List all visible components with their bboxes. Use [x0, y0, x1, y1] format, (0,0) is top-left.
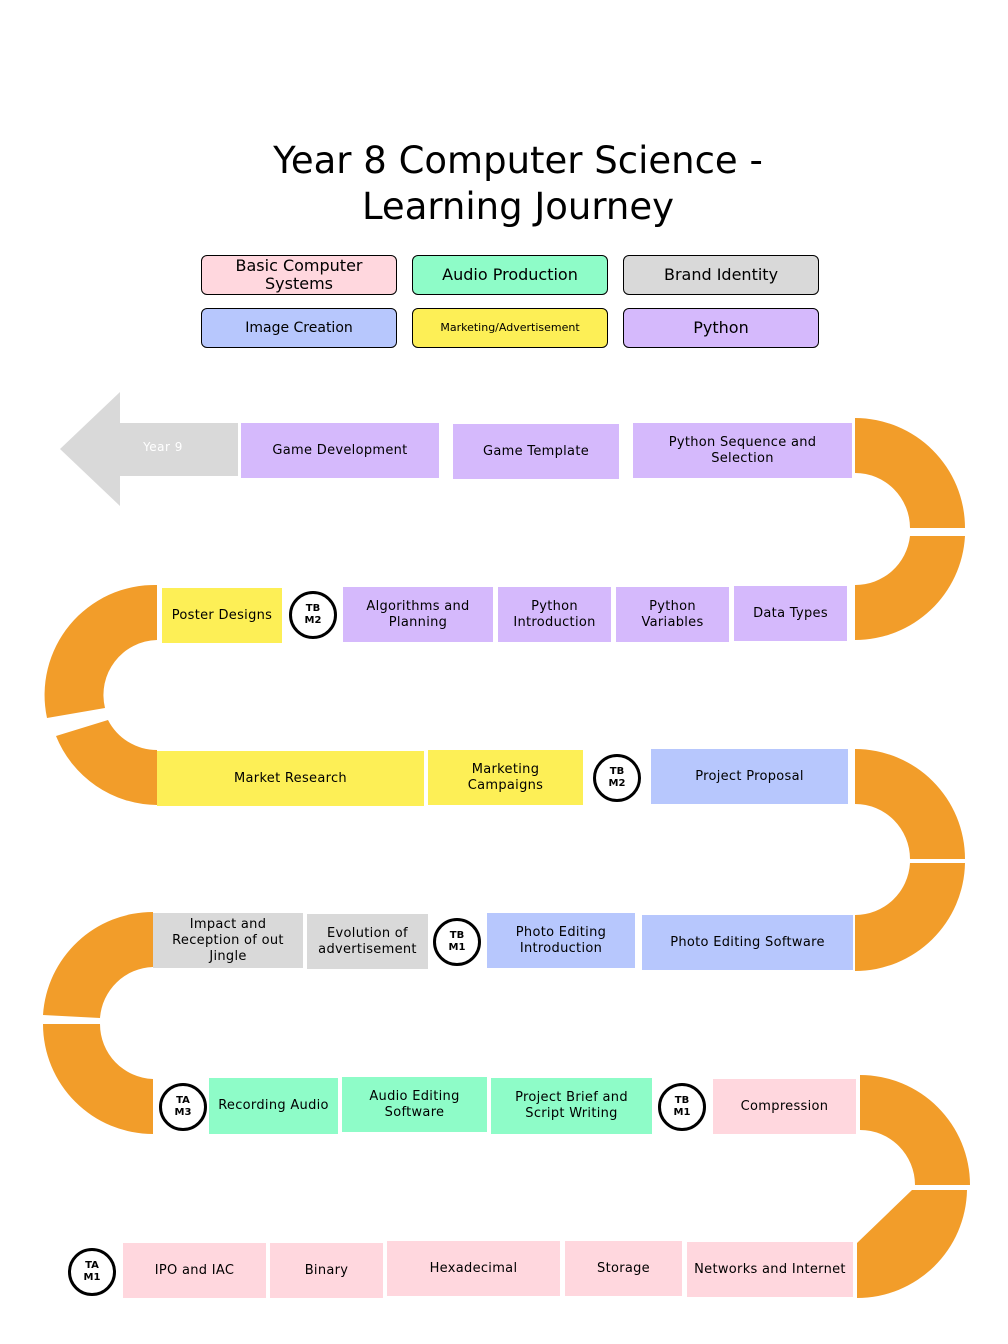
- assessment-badge: TB M2: [289, 591, 337, 639]
- road-curve-left-2a: [43, 911, 153, 1018]
- road-curve-right-2b: [855, 863, 965, 971]
- legend-label: Marketing/Advertisement: [440, 321, 580, 334]
- badge-line-2: M1: [673, 1107, 691, 1118]
- road-curve-right-1b: [855, 536, 965, 641]
- topic-python-sequence-selection: Python Sequence and Selection: [633, 423, 852, 478]
- road-curve-right-3b: [857, 1190, 967, 1298]
- topic-game-template: Game Template: [453, 424, 619, 479]
- topic-project-proposal: Project Proposal: [651, 749, 848, 804]
- legend-image-creation: Image Creation: [201, 308, 397, 348]
- topic-networks-internet: Networks and Internet: [687, 1242, 853, 1297]
- assessment-badge: TB M1: [433, 918, 481, 966]
- topic-binary: Binary: [270, 1243, 383, 1298]
- road-curve-right-3a: [860, 1075, 970, 1185]
- year-9-arrow-icon: [60, 392, 238, 506]
- topic-impact-reception-jingle: Impact and Reception of out Jingle: [153, 913, 303, 968]
- assessment-badge: TA M3: [159, 1083, 207, 1131]
- topic-algorithms-planning: Algorithms and Planning: [343, 587, 493, 642]
- topic-game-development: Game Development: [241, 423, 439, 478]
- topic-storage: Storage: [565, 1241, 682, 1296]
- topic-data-types: Data Types: [734, 586, 847, 641]
- legend-label: Python: [693, 318, 749, 337]
- topic-compression: Compression: [713, 1079, 856, 1134]
- road-curve-left-1b: [56, 720, 157, 805]
- topic-python-variables: Python Variables: [616, 587, 729, 642]
- page-title: Year 8 Computer Science - Learning Journ…: [200, 138, 836, 230]
- topic-marketing-campaigns: Marketing Campaigns: [428, 750, 583, 805]
- assessment-badge: TA M1: [68, 1248, 116, 1296]
- title-line-1: Year 8 Computer Science -: [273, 139, 763, 182]
- topic-market-research: Market Research: [157, 751, 424, 806]
- topic-photo-editing-introduction: Photo Editing Introduction: [487, 913, 635, 968]
- road-curve-right-2a: [855, 749, 965, 859]
- badge-line-2: M3: [174, 1107, 192, 1118]
- assessment-badge: TB M2: [593, 754, 641, 802]
- legend-audio-production: Audio Production: [412, 255, 608, 295]
- badge-line-2: M1: [83, 1272, 101, 1283]
- badge-line-1: TB: [449, 930, 465, 941]
- legend-brand-identity: Brand Identity: [623, 255, 819, 295]
- topic-project-brief-script-writing: Project Brief and Script Writing: [491, 1078, 652, 1134]
- topic-python-introduction: Python Introduction: [498, 587, 611, 642]
- road-curve-left-1a: [44, 584, 157, 718]
- badge-line-1: TB: [305, 603, 321, 614]
- badge-line-2: M1: [448, 942, 466, 953]
- badge-line-2: M2: [304, 615, 322, 626]
- road-curve-left-2b: [43, 1024, 153, 1134]
- title-line-2: Learning Journey: [361, 185, 675, 228]
- legend-label: Audio Production: [442, 265, 578, 284]
- badge-line-2: M2: [608, 778, 626, 789]
- legend-marketing-advertisement: Marketing/Advertisement: [412, 308, 608, 348]
- year-9-label: Year 9: [143, 440, 183, 454]
- legend-python: Python: [623, 308, 819, 348]
- badge-line-1: TB: [609, 766, 625, 777]
- legend-basic-computer-systems: Basic Computer Systems: [201, 255, 397, 295]
- topic-poster-designs: Poster Designs: [162, 588, 282, 643]
- legend-label: Brand Identity: [663, 265, 779, 284]
- badge-line-1: TA: [176, 1095, 190, 1106]
- badge-line-1: TA: [85, 1260, 99, 1271]
- topic-audio-editing-software: Audio Editing Software: [342, 1077, 487, 1132]
- legend-label: Image Creation: [245, 320, 353, 336]
- assessment-badge: TB M1: [658, 1083, 706, 1131]
- topic-photo-editing-software: Photo Editing Software: [642, 915, 853, 970]
- topic-hexadecimal: Hexadecimal: [387, 1241, 560, 1296]
- badge-line-1: TB: [674, 1095, 690, 1106]
- topic-ipo-iac: IPO and IAC: [123, 1243, 266, 1298]
- legend-label: Basic Computer Systems: [235, 256, 363, 293]
- topic-evolution-advertisement: Evolution of advertisement: [307, 914, 428, 969]
- topic-recording-audio: Recording Audio: [209, 1078, 338, 1134]
- road-curve-right-1a: [855, 418, 965, 528]
